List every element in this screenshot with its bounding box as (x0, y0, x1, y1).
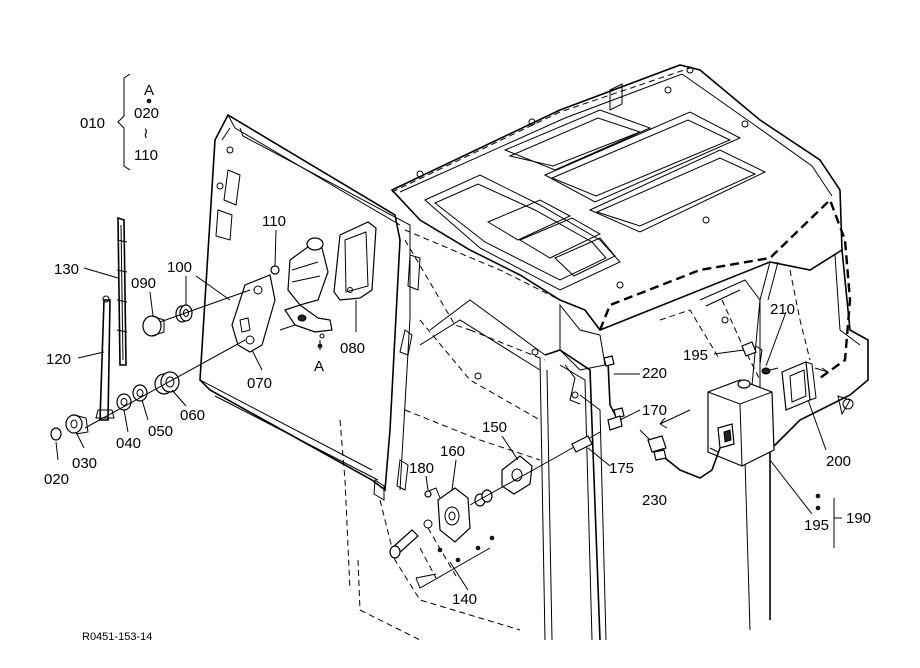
bracket-first-label: 020 (134, 105, 159, 122)
nozzle-140 (389, 519, 433, 559)
bracket-200 (781, 361, 829, 411)
bracket-range-symbol: ≀ (143, 125, 149, 142)
washer-040 (116, 393, 132, 411)
wiper-blade (117, 216, 127, 366)
callout-080: 080 (340, 340, 365, 357)
screw-180 (424, 487, 441, 499)
callout-020: 020 (44, 471, 69, 488)
front-wiper-assembly (50, 216, 377, 441)
joint-175 (571, 435, 593, 453)
callout-230: 230 (642, 492, 667, 509)
gasket-150 (501, 455, 533, 495)
callout-190: 190 (846, 510, 871, 527)
cap-nut-030 (65, 414, 89, 435)
hose-230 (639, 409, 721, 479)
wiper-motor (279, 237, 333, 339)
screw-210 (761, 367, 779, 375)
cover-080 (333, 221, 377, 301)
bracket-group-label: 010 (80, 115, 105, 132)
clip-195-upper (741, 341, 763, 365)
callout-195-upper: 195 (683, 347, 708, 364)
callout-210: 210 (770, 301, 795, 318)
callout-220: 220 (642, 365, 667, 382)
callout-070: 070 (247, 375, 272, 392)
wiper-arm (99, 299, 111, 421)
bracket-top-label: A (144, 82, 154, 99)
callout-130: 130 (54, 261, 79, 278)
callout-110: 110 (262, 213, 286, 230)
grommet-060 (154, 371, 180, 395)
nut-110 (270, 265, 280, 275)
callout-040: 040 (116, 435, 141, 452)
callout-090: 090 (131, 275, 156, 292)
labels: A 020 ≀ 110 010 130 090 100 110 080 A 07… (44, 82, 871, 643)
bracket-last-label: 110 (134, 147, 158, 164)
callout-195-lower: 195 (804, 517, 829, 534)
cap-090 (142, 315, 165, 337)
callout-050: 050 (148, 423, 173, 440)
link-plate-070 (231, 274, 276, 353)
callout-175: 175 (609, 460, 634, 477)
callout-150: 150 (482, 419, 507, 436)
leader-lines (55, 229, 827, 591)
callout-140: 140 (452, 591, 477, 608)
callout-170: 170 (642, 402, 667, 419)
callout-180: 180 (409, 460, 434, 477)
callout-160: 160 (440, 443, 465, 460)
callout-200: 200 (826, 453, 851, 470)
callout-120: 120 (46, 351, 71, 368)
callout-060: 060 (180, 407, 205, 424)
washer-nozzle-group (389, 355, 625, 589)
washer-050 (132, 384, 148, 402)
bracket-160 (437, 487, 471, 543)
cab-frame (199, 64, 869, 641)
callout-100: 100 (167, 259, 192, 276)
figure-code: R0451-153-14 (82, 631, 152, 643)
callout-030: 030 (72, 455, 97, 472)
washer-tank (707, 379, 775, 467)
joint-170 (607, 415, 623, 431)
callout-A: A (314, 358, 324, 375)
bracket-group-010 (117, 73, 131, 171)
washer-tank-group (639, 341, 842, 548)
nut-020 (50, 427, 62, 441)
